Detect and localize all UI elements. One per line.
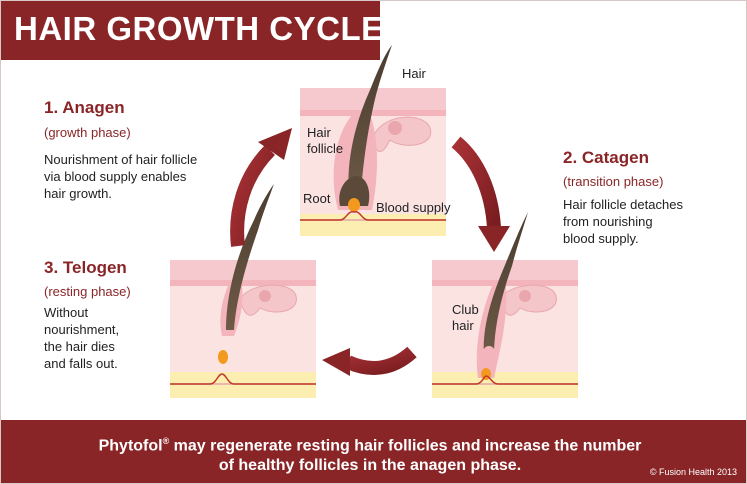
blood-supply-label: Blood supply xyxy=(376,200,451,215)
anagen-root-bulb xyxy=(348,198,360,212)
catagen-description: Hair follicle detaches from nourishing b… xyxy=(563,196,683,247)
telogen-title: 3. Telogen xyxy=(44,258,127,277)
hair-follicle-label: Hair follicle xyxy=(307,125,343,157)
anagen-blood-supply xyxy=(300,211,446,221)
club-hair-label: Club hair xyxy=(452,302,479,334)
anagen-hair xyxy=(348,45,392,205)
catagen-description-line: blood supply. xyxy=(563,231,639,246)
footer-line-2: of healthy follicles in the anagen phase… xyxy=(218,457,522,475)
catagen-title: 2. Catagen xyxy=(563,148,649,167)
telogen-description-line: nourishment, xyxy=(44,322,120,337)
catagen-club-bulb xyxy=(482,346,496,364)
root-label: Root xyxy=(303,191,331,206)
anagen-description-line: Nourishment of hair follicle xyxy=(44,152,198,167)
anagen-description: Nourishment of hair follicle via blood s… xyxy=(44,151,197,202)
telogen-description: Without nourishment, the hair dies and f… xyxy=(44,304,119,372)
catagen-subtitle: (transition phase) xyxy=(563,174,664,189)
anagen-description-line: hair growth. xyxy=(44,186,112,201)
footer-bar xyxy=(0,420,747,484)
hair-label: Hair xyxy=(402,66,426,81)
telogen-description-line: and falls out. xyxy=(44,356,118,371)
brand-name: Phytofol xyxy=(98,437,163,455)
telogen-hair xyxy=(226,184,274,330)
telogen-description-line: the hair dies xyxy=(44,339,115,354)
anagen-title: 1. Anagen xyxy=(44,98,125,117)
catagen-blood-supply xyxy=(432,375,578,385)
telogen-root xyxy=(218,350,228,364)
registered-mark: ® xyxy=(162,436,170,446)
club-hair-label-line: Club xyxy=(452,302,479,317)
arrow-catagen-to-telogen xyxy=(322,346,417,376)
club-hair-label-line: hair xyxy=(452,318,474,333)
catagen-description-line: from nourishing xyxy=(563,214,653,229)
catagen-hair xyxy=(483,212,528,356)
footer-line-1: Phytofol® may regenerate resting hair fo… xyxy=(60,431,680,456)
title-bar xyxy=(0,0,380,60)
hair-follicle-label-line: Hair xyxy=(307,125,331,140)
page-title: HAIR GROWTH CYCLE xyxy=(14,10,384,47)
telogen-blood-supply xyxy=(170,373,316,385)
catagen-description-line: Hair follicle detaches xyxy=(563,197,683,212)
telogen-description-line: Without xyxy=(44,305,89,320)
hair-follicle-label-line: follicle xyxy=(307,141,344,156)
copyright-text: © Fusion Health 2013 xyxy=(649,467,737,477)
footer-line-1-rest: may regenerate resting hair follicles an… xyxy=(169,437,642,455)
telogen-subtitle: (resting phase) xyxy=(44,284,131,299)
footer-message: Phytofol® may regenerate resting hair fo… xyxy=(60,431,680,476)
anagen-root xyxy=(339,176,370,206)
anagen-description-line: via blood supply enables xyxy=(44,169,187,184)
arrow-telogen-to-anagen xyxy=(230,128,292,247)
arrow-anagen-to-catagen xyxy=(451,136,510,252)
anagen-subtitle: (growth phase) xyxy=(44,125,131,140)
telogen-skin-panel xyxy=(170,260,316,398)
